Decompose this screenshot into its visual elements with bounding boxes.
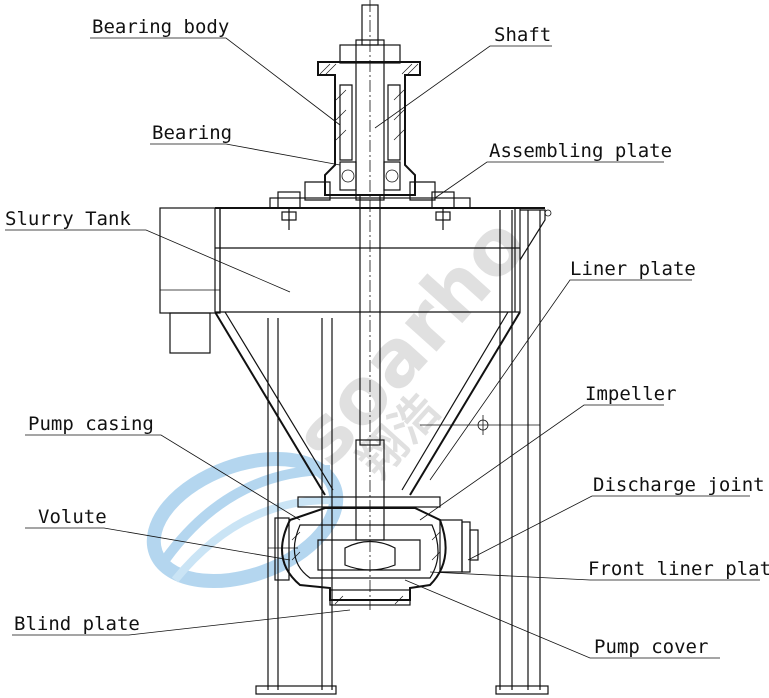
label-pump-casing: Pump casing [28,413,154,435]
label-slurry-tank: Slurry Tank [5,208,131,230]
assembling-plate [269,191,471,230]
label-assembling-plate: Assembling plate [489,140,672,162]
label-impeller: Impeller [585,383,677,405]
label-discharge-joint: Discharge joint [593,474,765,496]
label-blind-plate: Blind plate [14,613,140,635]
label-pump-cover: Pump cover [594,636,708,658]
label-liner-plate: Liner plate [570,258,696,280]
shaft [355,0,385,610]
pump-assembly [268,496,479,606]
label-bearing: Bearing [152,122,232,144]
label-front-liner-plate: Front liner plate [588,558,769,580]
watermark-logo [146,451,344,589]
label-volute: Volute [38,506,107,528]
slurry-tank [159,207,552,496]
bearing [339,161,401,191]
leader-lines [5,37,760,659]
bearing-body [304,44,436,201]
label-bearing-body: Bearing body [92,16,229,38]
label-shaft: Shaft [494,24,551,46]
support-legs [255,210,549,695]
